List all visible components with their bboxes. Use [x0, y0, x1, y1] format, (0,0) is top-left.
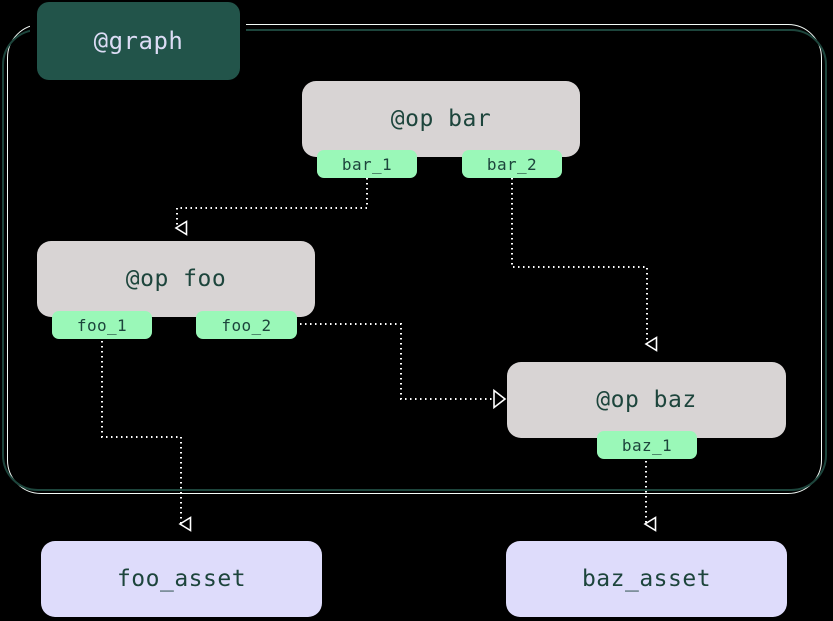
node-foo-asset[interactable]: foo_asset — [41, 541, 322, 617]
port-foo-2-label: foo_2 — [221, 315, 272, 335]
graph-cluster-outer-border — [2, 29, 827, 491]
graph-cluster-label[interactable]: @graph — [37, 2, 240, 80]
node-op-bar[interactable]: @op bar — [302, 81, 580, 157]
port-bar-2[interactable]: bar_2 — [462, 150, 562, 178]
node-foo-asset-label: foo_asset — [116, 566, 247, 592]
port-bar-1[interactable]: bar_1 — [317, 150, 417, 178]
port-baz-1[interactable]: baz_1 — [597, 431, 697, 459]
graph-cluster-label-text: @graph — [93, 27, 184, 55]
port-baz-1-label: baz_1 — [621, 435, 673, 455]
node-op-baz[interactable]: @op baz — [507, 362, 786, 438]
port-foo-1[interactable]: foo_1 — [52, 311, 152, 339]
node-baz-asset-label: baz_asset — [581, 566, 712, 592]
graph-cluster-inner-border — [7, 24, 822, 494]
node-baz-asset[interactable]: baz_asset — [506, 541, 787, 617]
port-bar-1-label: bar_1 — [341, 154, 393, 174]
node-op-baz-label: @op baz — [596, 387, 697, 413]
node-op-bar-label: @op bar — [390, 106, 492, 132]
node-op-foo[interactable]: @op foo — [37, 241, 315, 317]
port-bar-2-label: bar_2 — [486, 154, 538, 174]
port-foo-2[interactable]: foo_2 — [196, 311, 297, 339]
port-foo-1-label: foo_1 — [76, 315, 128, 335]
node-op-foo-label: @op foo — [125, 266, 227, 292]
